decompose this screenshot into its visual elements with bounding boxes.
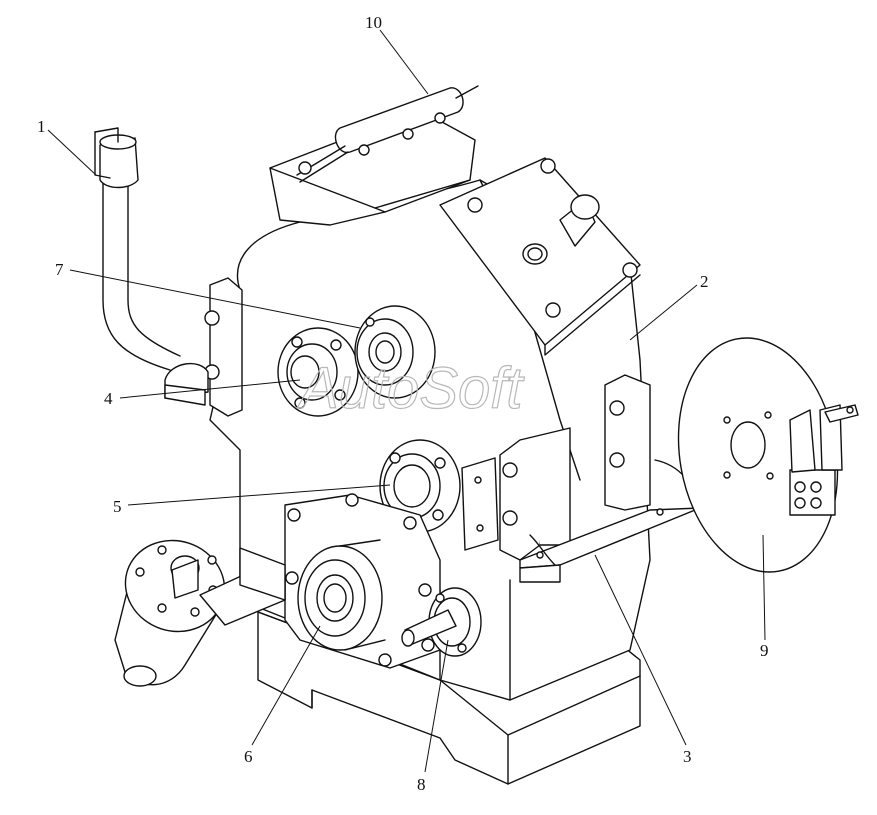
callout-10: 10 <box>365 13 382 32</box>
side-plate <box>461 457 499 551</box>
callout-4: 4 <box>104 389 113 408</box>
callout-3: 3 <box>683 747 692 766</box>
filter-pipe <box>94 127 181 371</box>
callout-9: 9 <box>760 641 769 660</box>
callout-6: 6 <box>244 747 253 766</box>
left-bracket <box>164 277 243 417</box>
flange-8 <box>401 587 482 657</box>
flange-4 <box>277 327 359 417</box>
filter-housing <box>114 539 286 687</box>
watermark-text: AutoSoft <box>297 356 525 421</box>
flange-6 <box>297 539 386 651</box>
flange-7 <box>354 305 436 399</box>
top-cover-plate <box>439 157 641 356</box>
callout-7: 7 <box>55 260 64 279</box>
top-cylinder <box>296 85 479 183</box>
callout-8: 8 <box>417 775 426 794</box>
callout-5: 5 <box>113 497 122 516</box>
callout-labels: 10 1 7 2 4 5 6 8 3 9 <box>37 13 769 794</box>
right-support-bracket <box>499 374 701 583</box>
callout-2: 2 <box>700 272 709 291</box>
callout-1: 1 <box>37 117 46 136</box>
leader-lines <box>47 29 766 773</box>
brake-caliper <box>789 404 859 516</box>
